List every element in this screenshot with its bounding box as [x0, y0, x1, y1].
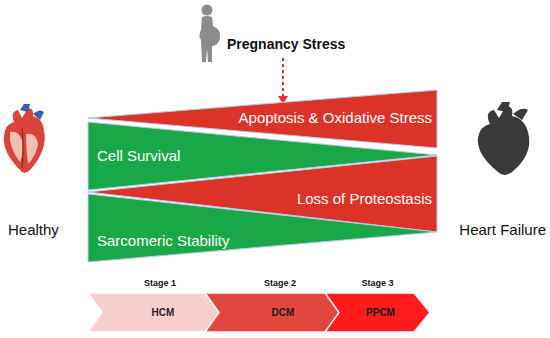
wedge-label: Loss of Proteostasis [297, 190, 432, 207]
stage-name: HCM [152, 307, 175, 318]
stage-label: Stage 3 [361, 278, 393, 288]
stage-name: DCM [272, 307, 295, 318]
wedge-shape [88, 194, 437, 264]
stage-name: PPCM [366, 307, 395, 318]
healthy-heart [4, 104, 45, 173]
wedge-label: Apoptosis & Oxidative Stress [239, 109, 432, 126]
stage-chevron: Stage 3 PPCM [325, 278, 430, 332]
failing-heart [478, 102, 529, 175]
wedge-label: Sarcomeric Stability [97, 232, 230, 249]
stress-label: Pregnancy Stress [227, 36, 345, 52]
healthy-label: Healthy [8, 221, 59, 238]
pregnancy-figure [200, 5, 221, 63]
stage-label: Stage 2 [264, 278, 296, 288]
stress-arrow [278, 58, 288, 104]
trend-wedge: Sarcomeric Stability [88, 194, 437, 264]
failure-label: Heart Failure [459, 221, 546, 238]
stage-label: Stage 1 [144, 278, 176, 288]
wedge-label: Cell Survival [97, 147, 180, 164]
